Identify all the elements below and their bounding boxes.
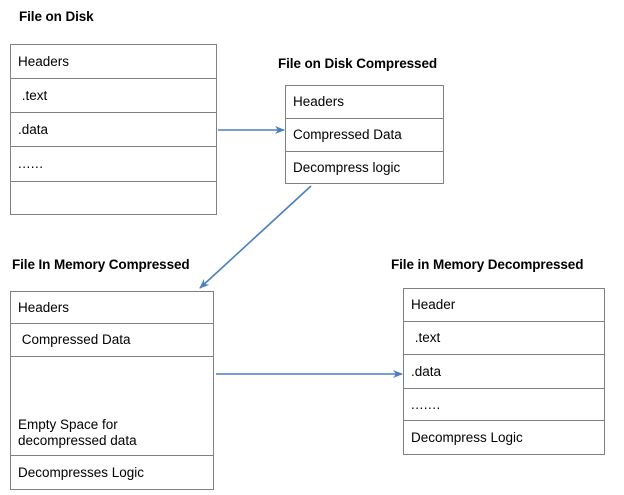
row-memory-decompressed-header: Header <box>403 288 605 322</box>
row-file-on-disk-headers: Headers <box>10 44 217 79</box>
stack-file-on-disk: Headers .text .data ...... <box>10 44 217 215</box>
row-label: ....... <box>411 396 441 412</box>
row-label: Headers <box>18 53 70 69</box>
row-memory-compressed-decompresses-logic: Decompresses Logic <box>10 455 214 490</box>
row-memory-decompressed-ellipsis: ....... <box>403 388 605 421</box>
row-label: Decompress logic <box>293 159 401 175</box>
row-file-on-disk-data: .data <box>10 112 217 147</box>
row-memory-decompressed-text: .text <box>403 321 605 355</box>
row-label: Headers <box>18 299 70 315</box>
row-label: .text <box>411 330 441 345</box>
row-label: Decompress Logic <box>411 429 523 445</box>
row-memory-decompressed-data: .data <box>403 354 605 389</box>
row-label: .text <box>18 87 48 103</box>
row-label: .data <box>18 121 49 137</box>
group-title-file-in-memory-compressed: File In Memory Compressed <box>12 257 190 272</box>
row-memory-compressed-empty-space: Empty Space for decompressed data <box>10 356 214 456</box>
group-title-file-on-disk-compressed: File on Disk Compressed <box>278 56 437 71</box>
row-label: Empty Space for decompressed data <box>18 417 137 448</box>
row-file-on-disk-text: .text <box>10 78 217 113</box>
row-label: .data <box>411 363 442 379</box>
row-memory-compressed-headers: Headers <box>10 291 214 324</box>
row-label: Headers <box>293 94 345 109</box>
row-disk-compressed-compressed-data: Compressed Data <box>285 118 444 152</box>
row-memory-decompressed-decompress-logic: Decompress Logic <box>403 420 605 455</box>
row-memory-compressed-compressed-data: Compressed Data <box>10 323 214 357</box>
row-label: Compressed Data <box>18 332 131 347</box>
row-file-on-disk-empty <box>10 181 217 215</box>
row-disk-compressed-headers: Headers <box>285 85 444 119</box>
group-title-file-on-disk: File on Disk <box>19 9 94 24</box>
stack-file-in-memory-compressed: Headers Compressed Data Empty Space for … <box>10 291 214 490</box>
row-disk-compressed-decompress-logic: Decompress logic <box>285 151 444 184</box>
row-label: ...... <box>18 156 44 171</box>
group-title-file-in-memory-decompressed: File in Memory Decompressed <box>391 257 584 272</box>
stack-file-in-memory-decompressed: Header .text .data ....... Decompress Lo… <box>403 288 605 455</box>
row-label: Compressed Data <box>293 127 402 142</box>
row-file-on-disk-ellipsis: ...... <box>10 146 217 182</box>
row-label: Decompresses Logic <box>18 464 145 480</box>
row-label: Header <box>411 297 456 312</box>
stack-file-on-disk-compressed: Headers Compressed Data Decompress logic <box>285 85 444 184</box>
